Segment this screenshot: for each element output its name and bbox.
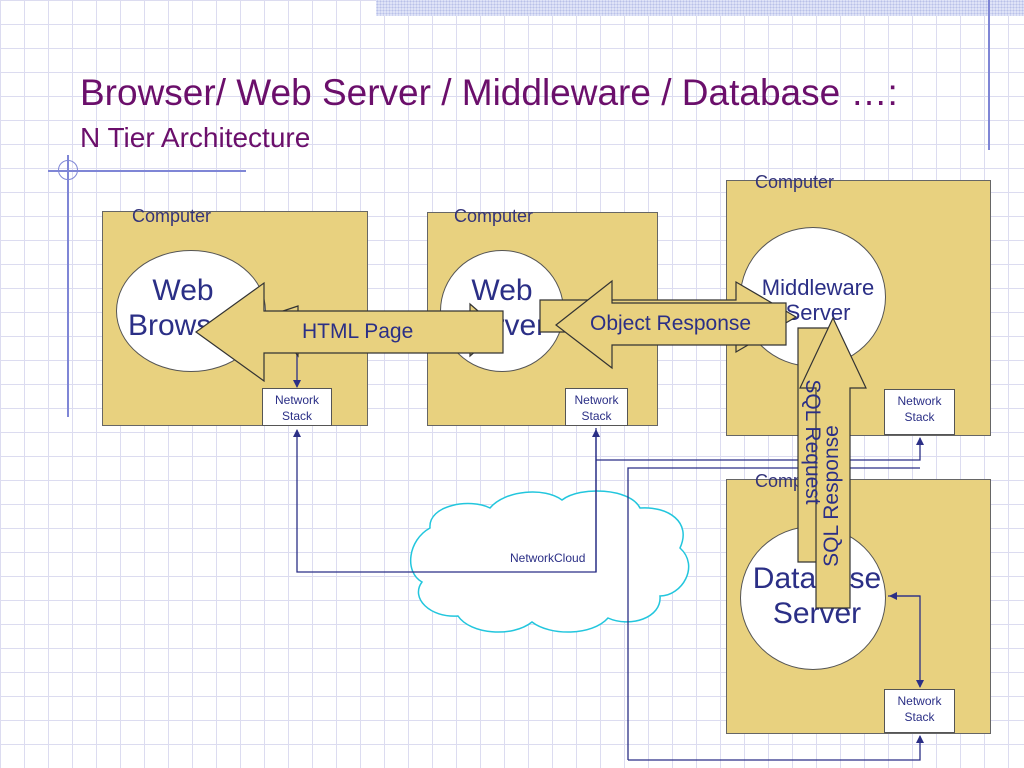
object-response-arrow <box>555 279 787 370</box>
html-page-arrow <box>194 281 504 383</box>
network-cloud-shape <box>409 490 690 633</box>
network-stack-webserver: Network Stack <box>565 388 628 426</box>
title-decoration-line <box>48 170 246 172</box>
right-decoration-line <box>988 0 990 150</box>
object-response-label: Object Response <box>590 312 752 335</box>
database-app-to-stack-link <box>888 595 924 688</box>
cloud-to-database-stack-link <box>628 735 924 761</box>
computer-label-middleware: Computer <box>755 172 835 192</box>
network-stack-middleware: Network Stack <box>884 389 955 435</box>
sql-response-arrow <box>799 316 867 609</box>
cloud-to-middleware-stack-link <box>627 467 920 760</box>
computer-label-webserver: Computer <box>454 206 534 226</box>
top-decoration-band <box>376 0 1024 16</box>
slide-title: Browser/ Web Server / Middleware / Datab… <box>80 72 898 113</box>
middleware-server-label: Middleware Server <box>761 275 875 326</box>
network-stack-browser: Network Stack <box>262 388 332 426</box>
left-decoration-line <box>67 155 69 417</box>
network-stack-database: Network Stack <box>884 689 955 733</box>
computer-label-browser: Computer <box>132 206 212 226</box>
network-cloud-label: NetworkCloud <box>510 551 586 565</box>
sql-response-label: SQL Response <box>820 425 843 567</box>
slide-subtitle: N Tier Architecture <box>80 122 311 153</box>
html-page-label: HTML Page <box>302 320 414 343</box>
webserver-to-middleware-stack-link <box>596 437 924 461</box>
